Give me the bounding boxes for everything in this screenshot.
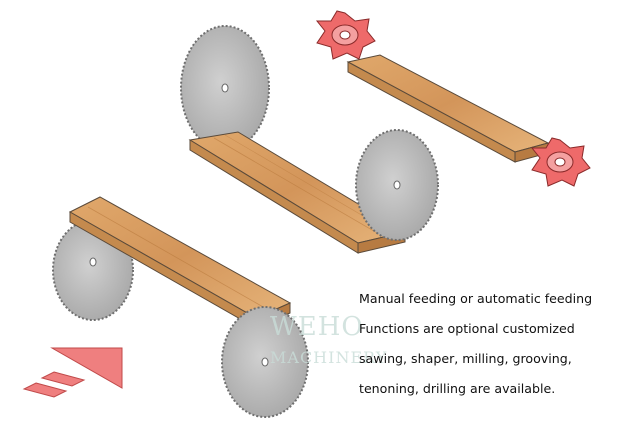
caption-line-4: tenoning, drilling are available. <box>359 381 556 396</box>
middle-board <box>188 131 407 254</box>
caption-line-3: sawing, shaper, milling, grooving, <box>359 351 572 366</box>
feature-caption: Manual feeding or automatic feeding Func… <box>359 284 621 404</box>
shaper-cutter-top <box>315 10 376 60</box>
caption-line-1: Manual feeding or automatic feeding <box>359 291 593 306</box>
saw-blade-bottom-right <box>221 306 309 418</box>
caption-line-2: Functions are optional customized <box>359 321 575 336</box>
feed-direction-arrow-icon <box>22 347 123 398</box>
shaper-cutter-bottom <box>530 137 591 187</box>
saw-blade-middle-right <box>355 129 439 241</box>
watermark-machinery: MACHINERY <box>270 348 388 367</box>
watermark-weho: WEHO <box>270 312 364 342</box>
top-right-board <box>346 54 550 163</box>
saw-blade-top-left <box>180 25 270 151</box>
